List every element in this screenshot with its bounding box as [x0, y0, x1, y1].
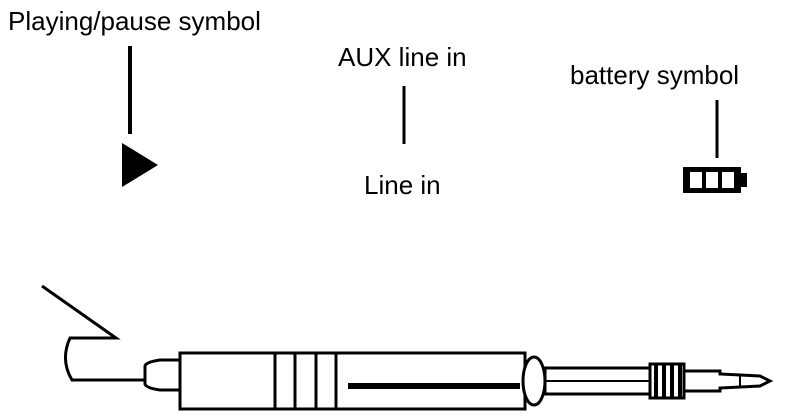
aux-jack-plug-icon: [41, 284, 774, 411]
battery-three-bars-icon: [683, 167, 747, 193]
battery-symbol-label: battery symbol: [570, 60, 740, 90]
line-in-label: Line in: [364, 170, 441, 200]
play-pause-label: Playing/pause symbol: [8, 6, 261, 36]
aux-line-in-label: AUX line in: [338, 42, 467, 72]
play-triangle-icon: [122, 143, 158, 187]
